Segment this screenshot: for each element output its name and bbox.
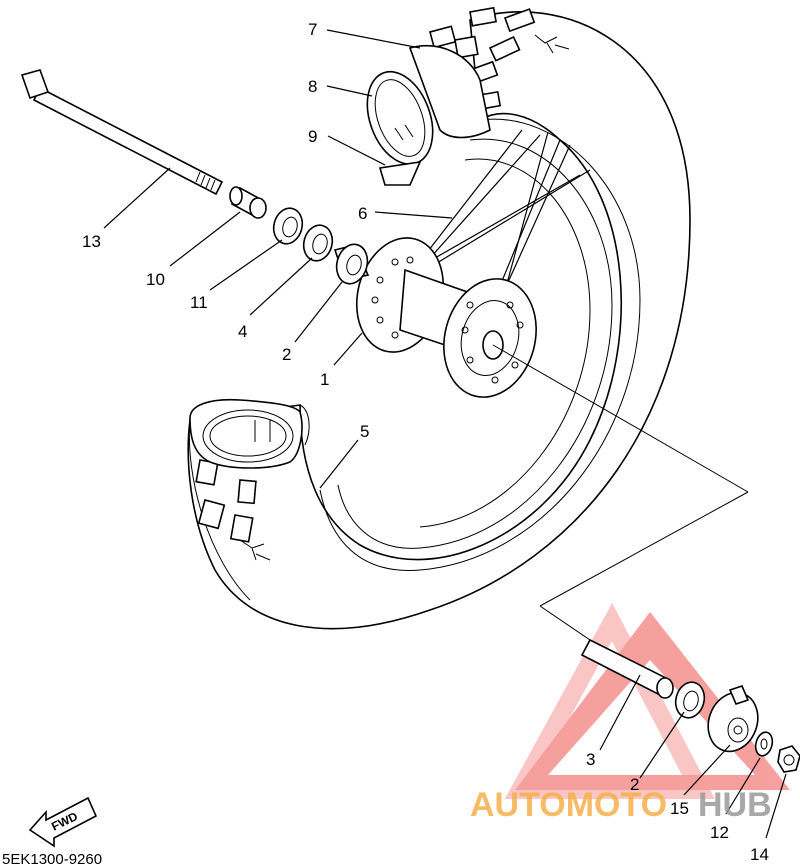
watermark-text-orange: AUTOMOTO	[470, 786, 667, 824]
callout-11: 11	[190, 293, 208, 312]
bearing-2-front	[333, 243, 370, 285]
leader-lines	[103, 29, 787, 839]
callout-labels: 7 8 9 6 13 10 11 4 2 1 5 3 2 15 12 14	[82, 20, 769, 864]
callout-15: 15	[670, 799, 689, 818]
callout-2-rear: 2	[630, 775, 639, 794]
tire	[187, 6, 691, 630]
spacer-3	[580, 638, 674, 699]
callout-3: 3	[586, 750, 595, 769]
axle-shaft	[20, 69, 224, 196]
watermark-text: AUTOMOTO HUB	[470, 786, 772, 824]
fwd-arrow-icon: FWD	[28, 796, 98, 848]
diagram-code: 5EK1300-9260	[2, 851, 102, 868]
wheel-hub	[355, 237, 537, 398]
callout-6: 6	[358, 204, 367, 223]
tire-section-bottom	[189, 398, 303, 469]
callout-4: 4	[238, 322, 247, 341]
callout-8: 8	[308, 77, 317, 96]
bearing-2-rear	[674, 681, 706, 719]
speedometer-gear-unit	[707, 685, 759, 753]
collar	[229, 186, 267, 219]
bearing-4	[302, 224, 334, 262]
oil-seal	[272, 207, 304, 245]
callout-14: 14	[750, 845, 769, 864]
spokes	[424, 129, 591, 303]
callout-1: 1	[320, 370, 329, 389]
axle-nut-14	[777, 745, 800, 773]
washer-12	[754, 731, 774, 757]
callout-13: 13	[82, 232, 101, 251]
tube-section-top	[366, 45, 491, 186]
callout-12: 12	[710, 823, 729, 842]
watermark-text-gray: HUB	[698, 786, 772, 824]
callout-10: 10	[146, 270, 165, 289]
callout-5: 5	[360, 422, 369, 441]
assembly-guide-lines	[492, 344, 749, 641]
callout-2-front: 2	[282, 345, 291, 364]
callout-7: 7	[308, 20, 317, 39]
hub-bolt-holes	[371, 256, 524, 384]
callout-9: 9	[308, 127, 317, 146]
